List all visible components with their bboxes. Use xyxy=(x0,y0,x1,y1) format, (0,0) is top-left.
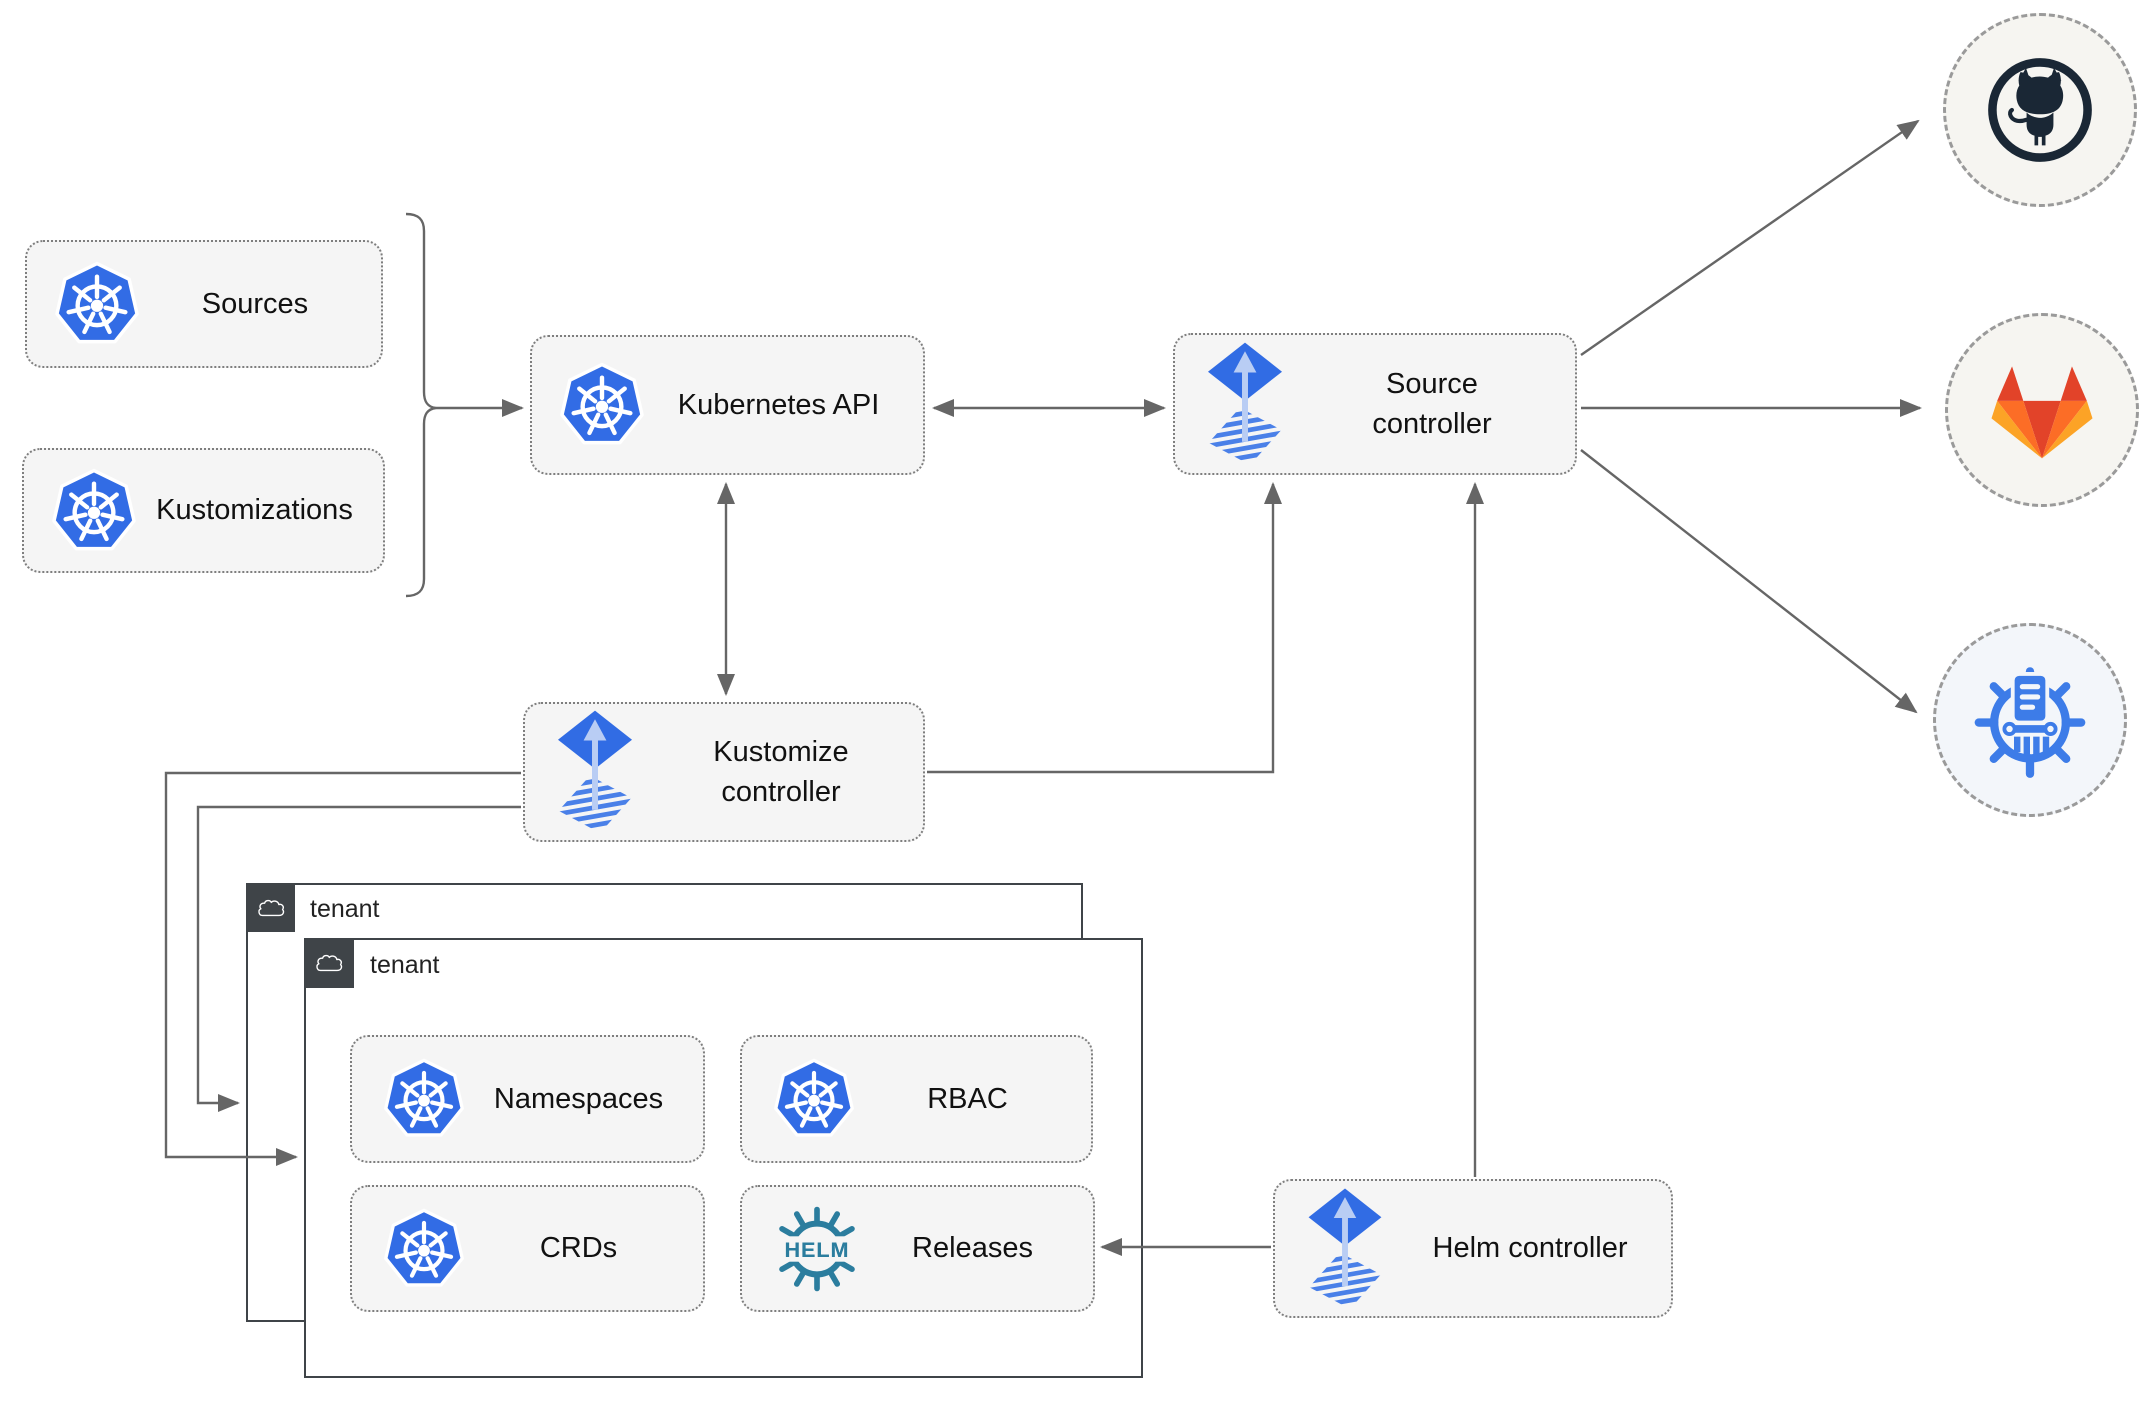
node-crds: CRDs xyxy=(350,1185,705,1312)
chartmuseum-icon xyxy=(1966,656,2094,784)
cloud-icon xyxy=(254,896,288,920)
flux-icon xyxy=(1201,341,1289,467)
kubernetes-icon xyxy=(50,467,138,555)
arrow-source-controller-to-github xyxy=(1580,119,1920,356)
bracket-sources-group xyxy=(405,212,437,598)
node-kubernetes-api: Kubernetes API xyxy=(530,335,925,475)
node-label: RBAC xyxy=(927,1082,1008,1115)
tenant-label: tenant xyxy=(310,895,380,923)
node-label: Releases xyxy=(912,1232,1033,1265)
node-label: CRDs xyxy=(539,1232,618,1265)
node-helm-controller: Helm controller xyxy=(1273,1179,1673,1318)
node-releases: HELM Releases xyxy=(740,1185,1095,1312)
arrow-kustomize-controller-to-source-controller xyxy=(927,482,1282,774)
node-source-controller: Source controller xyxy=(1173,333,1577,475)
helm-icon: HELM xyxy=(770,1202,864,1296)
flux-icon xyxy=(1301,1187,1389,1311)
flux-icon xyxy=(551,709,639,835)
cloud-tag xyxy=(246,883,295,932)
node-kustomizations: Kustomizations xyxy=(22,448,385,573)
kubernetes-icon xyxy=(772,1057,856,1141)
kubernetes-icon xyxy=(53,260,141,348)
helm-wordmark: HELM xyxy=(785,1236,850,1261)
cloud-icon xyxy=(312,951,346,975)
node-label: Kustomizations xyxy=(156,494,353,527)
node-label: Kustomize controller xyxy=(713,735,849,808)
arrow-source-controller-to-chartmuseum xyxy=(1580,449,1918,714)
node-namespaces: Namespaces xyxy=(350,1035,705,1163)
node-label: Sources xyxy=(201,287,309,320)
cloud-tag xyxy=(304,938,354,988)
node-rbac: RBAC xyxy=(740,1035,1093,1163)
node-label: Kubernetes API xyxy=(677,388,880,421)
provider-gitlab xyxy=(1945,313,2139,507)
node-kustomize-controller: Kustomize controller xyxy=(523,702,925,842)
gitlab-icon xyxy=(1990,361,2094,460)
kubernetes-icon xyxy=(382,1057,466,1141)
github-icon xyxy=(1979,49,2101,171)
kubernetes-icon xyxy=(382,1207,466,1291)
provider-github xyxy=(1943,13,2137,207)
provider-chartmuseum xyxy=(1933,623,2127,817)
node-label: Source controller xyxy=(1372,367,1492,440)
node-label: Namespaces xyxy=(493,1082,664,1115)
kubernetes-icon xyxy=(558,361,646,449)
tenant-label: tenant xyxy=(370,951,440,979)
node-label: Helm controller xyxy=(1432,1232,1628,1265)
node-sources: Sources xyxy=(25,240,383,368)
